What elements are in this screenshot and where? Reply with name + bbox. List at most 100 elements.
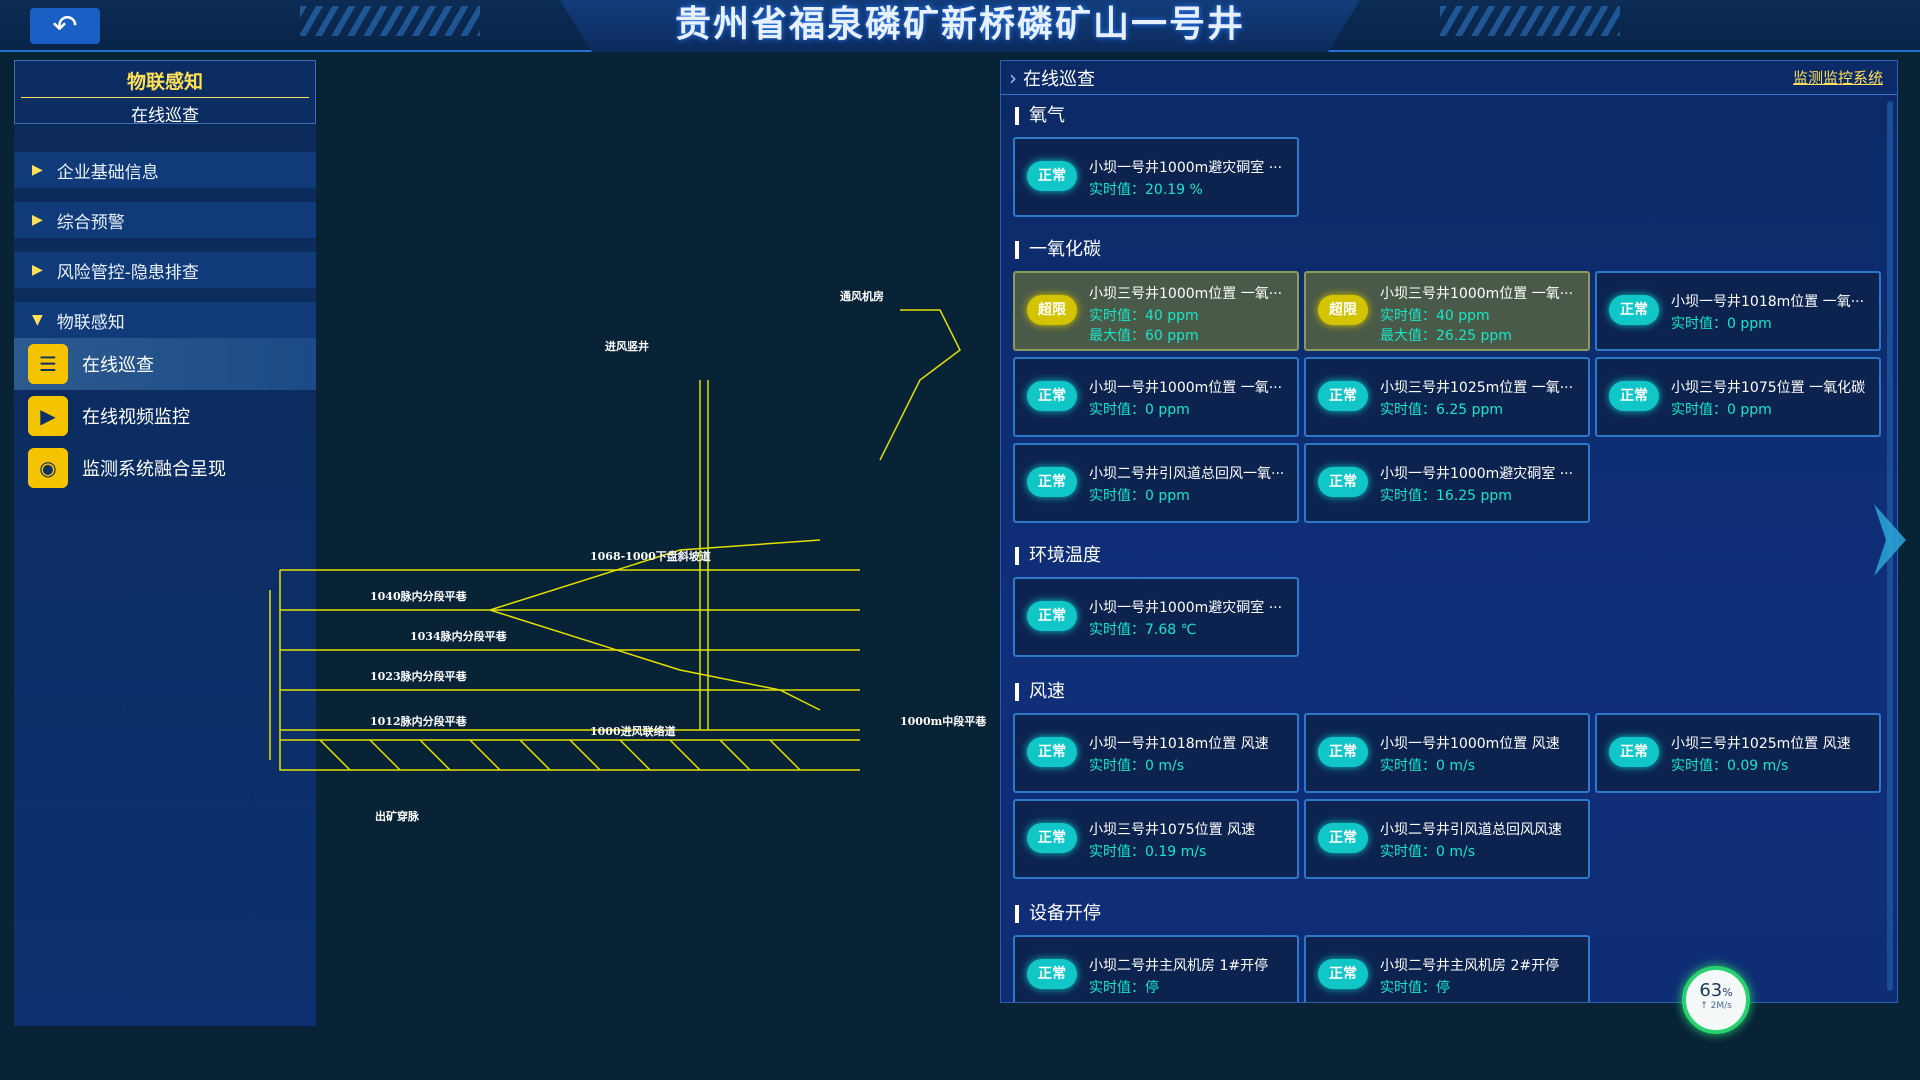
sidebar-item-label: 物联感知 <box>56 312 125 333</box>
gauge-unit: % <box>1722 986 1733 999</box>
sensor-value: 实时值：0 m/s <box>1380 844 1476 860</box>
sidebar-item-risk-control[interactable]: ▶ 风险管控-隐患排查 <box>14 252 316 288</box>
monitoring-system-link[interactable]: 监测监控系统 <box>1792 69 1883 87</box>
online-inspection-panel: › 在线巡查 监测监控系统 氧气 正常 小坝一号井1000m避灾硐室 ··· 实… <box>1000 60 1898 1003</box>
sensor-name: 小坝三号井1025m位置 一氧··· <box>1380 380 1574 396</box>
sensor-card[interactable]: 正常 小坝一号井1000m位置 一氧··· 实时值：0 ppm <box>1013 357 1299 437</box>
sensor-value: 实时值：7.68 ℃ <box>1089 622 1197 638</box>
sensor-name: 小坝二号井引风道总回风风速 <box>1380 822 1562 838</box>
map-crosscuts <box>319 739 801 771</box>
sensor-value: 实时值：0 ppm <box>1671 402 1772 418</box>
sensor-card[interactable]: 正常 小坝三号井1075位置 风速 实时值：0.19 m/s <box>1013 799 1299 879</box>
sensor-value: 实时值：40 ppm <box>1089 308 1199 324</box>
sidebar-subitem-label: 在线视频监控 <box>82 407 190 428</box>
sensor-card[interactable]: 超限 小坝三号井1000m位置 一氧··· 实时值：40 ppm 最大值：60 … <box>1013 271 1299 351</box>
video-icon: ▶ <box>28 396 68 436</box>
sensor-name: 小坝一号井1000m避灾硐室 ··· <box>1089 160 1283 176</box>
status-badge: 正常 <box>1318 823 1368 853</box>
status-badge: 正常 <box>1609 737 1659 767</box>
map-label: 1068-1000下盘斜坡道 <box>590 549 711 563</box>
sensor-name: 小坝二号井主风机房 2#开停 <box>1380 958 1560 974</box>
panel-title: 在线巡查 <box>1023 68 1095 90</box>
status-badge: 正常 <box>1027 823 1077 853</box>
sidebar-item-iot[interactable]: ▼ 物联感知 <box>14 302 316 338</box>
map-label: 1000进风联络道 <box>590 724 676 738</box>
section-title-equipment: 设备开停 <box>1015 905 1101 923</box>
map-label: 出矿穿脉 <box>375 809 420 823</box>
sensor-name: 小坝三号井1075位置 风速 <box>1089 822 1256 838</box>
panel-header: › 在线巡查 <box>1001 61 1897 95</box>
section-title-oxygen: 氧气 <box>1015 107 1065 125</box>
sensor-name: 小坝一号井1000m避灾硐室 ··· <box>1380 466 1574 482</box>
sensor-name: 小坝二号井主风机房 1#开停 <box>1089 958 1269 974</box>
header-decoration-right <box>1440 6 1620 36</box>
sensor-name: 小坝二号井引风道总回风一氧··· <box>1089 466 1285 482</box>
status-badge: 正常 <box>1318 737 1368 767</box>
sensor-card[interactable]: 超限 小坝三号井1000m位置 一氧··· 实时值：40 ppm 最大值：26.… <box>1304 271 1590 351</box>
sensor-card[interactable]: 正常 小坝三号井1075位置 一氧化碳 实时值：0 ppm <box>1595 357 1881 437</box>
map-shaft <box>699 380 709 730</box>
sensor-card[interactable]: 正常 小坝一号井1018m位置 风速 实时值：0 m/s <box>1013 713 1299 793</box>
sensor-name: 小坝三号井1025m位置 风速 <box>1671 736 1851 752</box>
sensor-value: 实时值：停 <box>1380 980 1450 996</box>
sensor-card[interactable]: 正常 小坝一号井1000m位置 风速 实时值：0 m/s <box>1304 713 1590 793</box>
sensor-name: 小坝三号井1075位置 一氧化碳 <box>1671 380 1866 396</box>
sensor-card[interactable]: 正常 小坝一号井1000m避灾硐室 ··· 实时值：7.68 ℃ <box>1013 577 1299 657</box>
mine-tunnel-map[interactable]: 通风机房 进风竖井 1068-1000下盘斜坡道 1040脉内分段平巷 1034… <box>260 270 1000 870</box>
sensor-name: 小坝三号井1000m位置 一氧··· <box>1380 286 1574 302</box>
sidebar-header-subtitle: 在线巡查 <box>131 106 199 126</box>
header-decoration-left <box>300 6 480 36</box>
sensor-card[interactable]: 正常 小坝二号井主风机房 1#开停 实时值：停 <box>1013 935 1299 1002</box>
sidebar-subitem-video-monitor[interactable]: ▶ 在线视频监控 <box>14 390 316 442</box>
map-boundary <box>269 570 860 771</box>
sensor-card[interactable]: 正常 小坝二号井引风道总回风一氧··· 实时值：0 ppm <box>1013 443 1299 523</box>
sensor-value: 实时值：0 ppm <box>1089 488 1190 504</box>
sidebar-subitem-online-inspection[interactable]: ☰ 在线巡查 <box>14 338 316 390</box>
sensor-value: 实时值：6.25 ppm <box>1380 402 1504 418</box>
sensor-value: 实时值：0 ppm <box>1089 402 1190 418</box>
sensor-name: 小坝一号井1018m位置 风速 <box>1089 736 1269 752</box>
sidebar: 物联感知 在线巡查 ▶ 企业基础信息 ▶ 综合预警 ▶ 风险管控-隐患排查 ▼ … <box>14 60 316 1026</box>
sensor-max-value: 最大值：26.25 ppm <box>1380 328 1512 344</box>
sensor-value: 实时值：0.19 m/s <box>1089 844 1207 860</box>
status-badge: 超限 <box>1318 295 1368 325</box>
status-badge: 正常 <box>1609 295 1659 325</box>
sidebar-header-divider <box>21 97 309 98</box>
caret-right-icon: ▶ <box>32 212 43 228</box>
status-badge: 正常 <box>1609 381 1659 411</box>
chevron-right-icon: › <box>1009 65 1017 90</box>
sensor-value: 实时值：0 ppm <box>1671 316 1772 332</box>
sensor-card[interactable]: 正常 小坝三号井1025m位置 风速 实时值：0.09 m/s <box>1595 713 1881 793</box>
status-badge: 正常 <box>1027 737 1077 767</box>
caret-right-icon: ▶ <box>32 262 43 278</box>
sidebar-item-label: 风险管控-隐患排查 <box>56 262 199 283</box>
status-badge: 正常 <box>1027 959 1077 989</box>
sensor-card[interactable]: 正常 小坝一号井1000m避灾硐室 ··· 实时值：16.25 ppm <box>1304 443 1590 523</box>
map-label: 通风机房 <box>840 289 884 303</box>
sensor-card[interactable]: 正常 小坝三号井1025m位置 一氧··· 实时值：6.25 ppm <box>1304 357 1590 437</box>
sensor-name: 小坝一号井1000m位置 一氧··· <box>1089 380 1283 396</box>
sensor-card[interactable]: 正常 小坝二号井主风机房 2#开停 实时值：停 <box>1304 935 1590 1002</box>
sidebar-subitem-monitor-fusion[interactable]: ◉ 监测系统融合呈现 <box>14 442 316 494</box>
sensor-card[interactable]: 正常 小坝一号井1018m位置 一氧··· 实时值：0 ppm <box>1595 271 1881 351</box>
sensor-card[interactable]: 正常 小坝二号井引风道总回风风速 实时值：0 m/s <box>1304 799 1590 879</box>
sensor-name: 小坝三号井1000m位置 一氧··· <box>1089 286 1283 302</box>
map-vent-route <box>879 309 961 461</box>
sidebar-item-enterprise-info[interactable]: ▶ 企业基础信息 <box>14 152 316 188</box>
caret-down-icon: ▼ <box>32 312 43 328</box>
section-title-co: 一氧化碳 <box>1015 241 1101 259</box>
sensor-value: 实时值：16.25 ppm <box>1380 488 1512 504</box>
map-drift-lines <box>280 569 860 731</box>
sidebar-item-warning[interactable]: ▶ 综合预警 <box>14 202 316 238</box>
map-label: 1040脉内分段平巷 <box>370 589 468 603</box>
back-button[interactable]: ↶ <box>30 8 100 44</box>
status-badge: 超限 <box>1027 295 1077 325</box>
status-badge: 正常 <box>1027 381 1077 411</box>
sidebar-header-title: 物联感知 <box>126 71 203 93</box>
section-title-temperature: 环境温度 <box>1015 547 1101 565</box>
sensor-name: 小坝一号井1000m位置 风速 <box>1380 736 1560 752</box>
sensor-card[interactable]: 正常 小坝一号井1000m避灾硐室 ··· 实时值：20.19 % <box>1013 137 1299 217</box>
next-page-arrow-icon[interactable] <box>1870 500 1910 580</box>
sidebar-subitem-label: 监测系统融合呈现 <box>82 459 226 480</box>
sensor-value: 实时值：停 <box>1089 980 1159 996</box>
